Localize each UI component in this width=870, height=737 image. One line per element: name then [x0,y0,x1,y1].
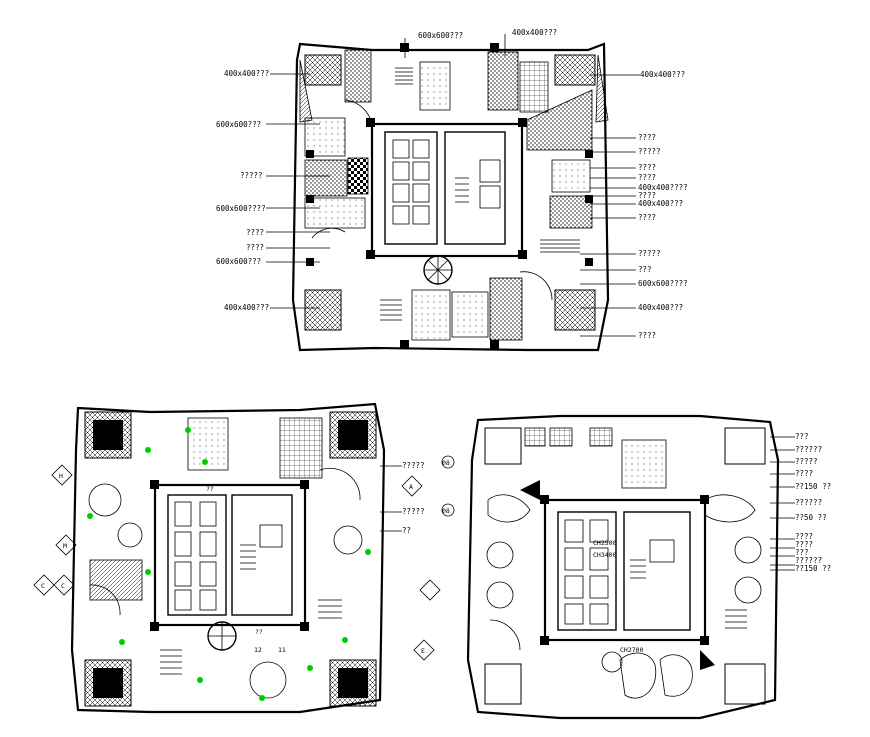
right-label: ???? [638,173,656,182]
right-label: 600x600???? [638,279,688,288]
right-label: ???? [638,191,656,200]
elevation-marker-label: C [61,582,65,590]
left-label: 600x600???? [216,204,266,213]
right-plan-inner-labels: CH2700 CH2500 CH3400 [593,539,644,654]
right-label: 400x400??? [638,199,683,208]
right-label: ???? [638,133,656,142]
elevation-markers: H M C C A E [33,464,441,661]
right-label: 400x400??? [640,70,685,79]
right-label: ????? [402,507,425,516]
right-label: ??150 ?? [795,564,831,573]
right-label: ????? [795,457,818,466]
left-label: ???? [246,243,264,252]
left-plan-right-labels: ????? ????? ?? [402,461,425,535]
right-label: ???? [795,469,813,478]
inner-label: CH2500 [593,539,617,547]
right-plan-right-labels: ??? ?????? ????? ???? ??150 ?? ?????? ??… [795,432,831,573]
right-label: ??50 ?? [795,513,827,522]
right-label: ???? [638,213,656,222]
left-plan-inner-labels: ?? ?? 12 11 [206,485,286,654]
inner-label: 11 [278,646,286,654]
floor-plan-bottom-right: 08 08 CH2700 CH2500 CH3400 ??? ?????? ??… [441,414,831,720]
right-label: ??? [638,265,652,274]
top-plan-right-labels: 400x400??? ???? ????? ???? ???? 400x400?… [638,70,688,340]
left-label: 600x600??? [216,120,261,129]
right-label: 400x400???? [638,183,688,192]
elevation-marker-label: M [63,542,67,550]
right-label: ?????? [795,445,822,454]
right-label: ??150 ?? [795,482,831,491]
top-plan-top-labels: 600x600??? 400x400??? [418,28,557,40]
left-label: 600x600??? [216,257,261,266]
left-label: 400x400??? [224,303,269,312]
left-label: ???? [246,228,264,237]
left-label: ????? [240,171,263,180]
right-label: ?? [402,526,411,535]
top-label: 600x600??? [418,31,463,40]
inner-label: CH3400 [593,551,617,559]
marker-label: 08 [442,459,450,467]
elevation-marker-label: H [59,472,63,480]
elevation-marker-label: E [421,647,425,655]
right-label: ???? [795,540,813,549]
right-label: 400x400??? [638,303,683,312]
inner-label: CH2700 [620,646,644,654]
left-label: 400x400??? [224,69,269,78]
right-label: ????? [638,249,661,258]
right-label: ???? [638,163,656,172]
right-label: ??? [795,548,809,557]
floor-plan-bottom-left: H M C C A E ?? ?? 12 11 ????? ????? ?? [33,402,441,714]
top-plan-left-labels: 400x400??? 600x600??? ????? 600x600???? … [216,69,269,312]
floor-plan-top: 400x400??? 600x600??? ????? 600x600???? … [216,28,688,352]
inner-label: 12 [254,646,262,654]
right-label: ????? [638,147,661,156]
right-label: ??? [795,432,809,441]
right-label: ???? [795,532,813,541]
marker-label: 08 [442,507,450,515]
elevation-marker-label: A [409,483,413,491]
top-label: 400x400??? [512,28,557,37]
right-label: ????? [402,461,425,470]
right-label: ???? [638,331,656,340]
inner-label: ?? [255,628,263,636]
inner-label: ?? [206,485,214,493]
right-label: ?????? [795,498,822,507]
right-label: ?????? [795,556,822,565]
elevation-marker-label: C [41,582,45,590]
